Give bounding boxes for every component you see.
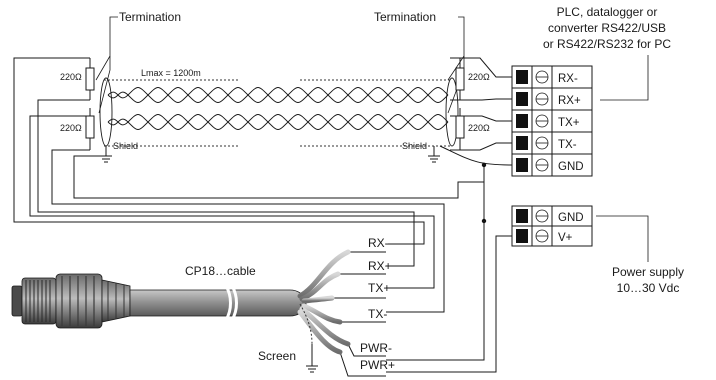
- termination-right-label: Termination: [374, 10, 436, 24]
- resistor-top-left: [85, 67, 95, 91]
- plc-side-wires: [439, 57, 513, 221]
- psu-terminal-vplus: V+: [558, 232, 573, 244]
- plc-screws: [535, 70, 549, 172]
- plc-label-line1: PLC, datalogger or: [557, 5, 658, 19]
- psu-label-line1: Power supply: [612, 265, 684, 279]
- cp18-cable: [129, 285, 307, 321]
- plc-terminal-rx-minus: RX-: [558, 73, 578, 85]
- junction-dot: [481, 162, 487, 168]
- resistor-bottom-left-label: 220Ω: [60, 123, 82, 133]
- plc-terminal-rows: [512, 87, 592, 155]
- resistor-top-left-label: 220Ω: [60, 72, 82, 82]
- psu-terminal-gnd: GND: [558, 212, 584, 224]
- shield-right-label: Shield: [402, 141, 427, 151]
- plc-label-line2: converter RS422/USB: [548, 21, 666, 35]
- plc-terminal-tx-minus: TX-: [558, 139, 577, 151]
- resistor-bottom-right-label: 220Ω: [468, 123, 490, 133]
- lmax-label: Lmax = 1200m: [141, 68, 201, 78]
- plc-terminal-block: RX- RX+ TX+ TX- GND: [511, 65, 593, 177]
- twisted-pair-cable: Lmax = 1200m: [99, 68, 459, 148]
- routed-wires: [13, 57, 512, 373]
- resistor-top-right: [455, 67, 465, 91]
- connector-plug: [11, 273, 131, 329]
- left-termination: 220Ω 220Ω Shield: [60, 58, 138, 163]
- psu-terminal-block: GND V+: [511, 205, 649, 262]
- plc-terminal-rx-plus: RX+: [558, 95, 581, 107]
- shield-left-label: Shield: [113, 141, 138, 151]
- termination-leaders: [95, 16, 649, 114]
- fanned-wires: [297, 249, 351, 373]
- plc-terminal-tx-plus: TX+: [558, 117, 580, 129]
- cable-label: CP18…cable: [185, 264, 256, 278]
- screen-label: Screen: [258, 349, 296, 363]
- wire-label-pwr-minus: PWR-: [360, 341, 392, 355]
- wire-label-tx-minus: TX-: [368, 307, 387, 321]
- wire-label-rx-plus: RX+: [368, 259, 392, 273]
- wire-label-pwr-plus: PWR+: [360, 358, 395, 372]
- termination-left-label: Termination: [119, 10, 181, 24]
- plc-terminal-gnd: GND: [558, 161, 584, 173]
- wire-label-tx-plus: TX+: [368, 281, 390, 295]
- fanout-leaders: [332, 251, 386, 377]
- psu-label-line2: 10…30 Vdc: [617, 281, 680, 295]
- plc-label-line3: or RS422/RS232 for PC: [543, 37, 671, 51]
- wire-label-rx-minus: RX-: [368, 236, 389, 250]
- resistor-bottom-right: [455, 115, 465, 139]
- resistor-top-right-label: 220Ω: [468, 72, 490, 82]
- resistor-bottom-left: [85, 115, 95, 139]
